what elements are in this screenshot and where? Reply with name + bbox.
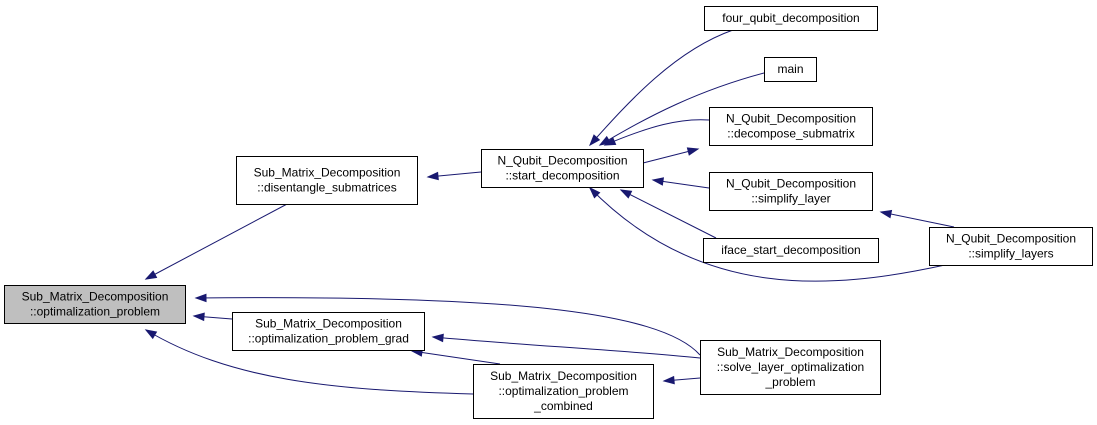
- node-box[interactable]: [704, 6, 878, 31]
- node-disentangle[interactable]: Sub_Matrix_Decomposition::disentangle_su…: [236, 156, 418, 205]
- node-box[interactable]: [709, 172, 873, 211]
- node-label-line: ::optimalization_problem_grad: [248, 332, 409, 346]
- node-box[interactable]: [236, 156, 418, 205]
- edge-solve_layer-to-opt_combined: [662, 375, 701, 385]
- node-label-line: _combined: [533, 399, 593, 413]
- edge-start_decomp-to-disentangle: [426, 171, 482, 181]
- node-simplify_layer[interactable]: N_Qubit_Decomposition::simplify_layer: [709, 172, 873, 211]
- node-box[interactable]: [481, 149, 644, 188]
- edge-disentangle-to-opt_problem: [144, 202, 290, 280]
- node-box[interactable]: [700, 340, 881, 395]
- node-label-line: ::simplify_layers: [968, 247, 1053, 261]
- edge-simplify_layers-to-start_decomp: [588, 186, 946, 282]
- arrowhead-icon: [651, 177, 665, 186]
- node-box[interactable]: [764, 57, 817, 82]
- arrowhead-icon: [686, 147, 700, 156]
- node-label-line: Sub_Matrix_Decomposition: [22, 290, 169, 304]
- node-box[interactable]: [232, 312, 425, 351]
- node-label-line: N_Qubit_Decomposition: [726, 112, 856, 126]
- node-label-line: Sub_Matrix_Decomposition: [717, 345, 864, 359]
- edge-line: [432, 336, 701, 359]
- edge-line: [145, 329, 474, 395]
- arrowhead-icon: [619, 189, 633, 199]
- edge-iface-to-start_decomp: [619, 189, 717, 239]
- edge-line: [880, 211, 955, 228]
- arrowhead-icon: [194, 293, 207, 303]
- arrowhead-icon: [662, 375, 675, 385]
- edge-simplify_layers-to-simplify_layer: [879, 209, 955, 228]
- node-opt_combined[interactable]: Sub_Matrix_Decomposition::optimalization…: [473, 364, 654, 419]
- node-four_qubit[interactable]: four_qubit_decomposition: [704, 6, 878, 31]
- node-label-line: ::optimalization_problem: [30, 305, 160, 319]
- node-label-line: N_Qubit_Decomposition: [946, 232, 1076, 246]
- edge-start_decomp-to-decompose_sub: [642, 147, 700, 164]
- node-box[interactable]: [709, 107, 873, 146]
- edge-line: [145, 202, 290, 280]
- edge-opt_combined-to-opt_problem: [144, 329, 474, 395]
- arrowhead-icon: [879, 209, 893, 219]
- node-box[interactable]: [703, 238, 879, 263]
- node-label-line: Sub_Matrix_Decomposition: [255, 317, 402, 331]
- edge-line: [604, 119, 710, 146]
- edge-decompose_sub-to-start_decomp: [603, 119, 710, 146]
- node-opt_problem[interactable]: Sub_Matrix_Decomposition::optimalization…: [4, 285, 186, 324]
- edge-line: [195, 297, 701, 356]
- edge-solve_layer-to-opt_problem: [194, 293, 701, 356]
- nodes-layer: Sub_Matrix_Decomposition::optimalization…: [4, 6, 1093, 419]
- node-label-line: ::solve_layer_optimalization: [717, 360, 864, 374]
- arrowhead-icon: [588, 186, 601, 199]
- node-opt_grad[interactable]: Sub_Matrix_Decomposition::optimalization…: [232, 312, 425, 351]
- arrowhead-icon: [144, 270, 158, 280]
- edge-opt_grad-to-opt_problem: [192, 312, 233, 322]
- node-label-line: Sub_Matrix_Decomposition: [490, 369, 637, 383]
- node-label-line: main: [777, 62, 803, 76]
- arrowhead-icon: [589, 134, 601, 147]
- node-label-line: ::optimalization_problem: [498, 384, 628, 398]
- arrowhead-icon: [603, 136, 617, 146]
- arrowhead-icon: [192, 312, 205, 322]
- arrowhead-icon: [431, 333, 444, 343]
- node-label-line: N_Qubit_Decomposition: [497, 154, 627, 168]
- node-label-line: ::disentangle_submatrices: [257, 181, 396, 195]
- node-box[interactable]: [473, 364, 654, 419]
- node-main[interactable]: main: [764, 57, 817, 82]
- node-label-line: ::start_decomposition: [505, 169, 619, 183]
- node-iface[interactable]: iface_start_decomposition: [703, 238, 879, 263]
- edge-opt_combined-to-opt_grad: [410, 348, 501, 365]
- arrowhead-icon: [426, 171, 439, 181]
- node-label-line: Sub_Matrix_Decomposition: [254, 166, 401, 180]
- edge-solve_layer-to-opt_grad: [431, 333, 701, 359]
- node-box[interactable]: [4, 285, 186, 324]
- node-label-line: ::simplify_layer: [751, 192, 830, 206]
- node-decompose_sub[interactable]: N_Qubit_Decomposition::decompose_submatr…: [709, 107, 873, 146]
- node-label-line: N_Qubit_Decomposition: [726, 177, 856, 191]
- node-label-line: _problem: [764, 375, 815, 389]
- edge-line: [589, 29, 734, 146]
- node-solve_layer[interactable]: Sub_Matrix_Decomposition::solve_layer_op…: [700, 340, 881, 395]
- edge-line: [411, 350, 501, 365]
- node-label-line: iface_start_decomposition: [721, 243, 860, 257]
- edges-layer: [144, 29, 955, 395]
- node-simplify_layers[interactable]: N_Qubit_Decomposition::simplify_layers: [929, 227, 1093, 266]
- node-start_decomp[interactable]: N_Qubit_Decomposition::start_decompositi…: [481, 149, 644, 188]
- node-label-line: ::decompose_submatrix: [727, 127, 854, 141]
- edge-line: [620, 189, 717, 239]
- edge-line: [599, 72, 765, 146]
- edge-four_qubit-to-start_decomp: [589, 29, 734, 147]
- edge-line: [589, 187, 946, 282]
- node-label-line: four_qubit_decomposition: [722, 11, 859, 25]
- node-box[interactable]: [929, 227, 1093, 266]
- edge-simplify_layer-to-start_decomp: [651, 177, 710, 189]
- arrowhead-icon: [144, 329, 158, 340]
